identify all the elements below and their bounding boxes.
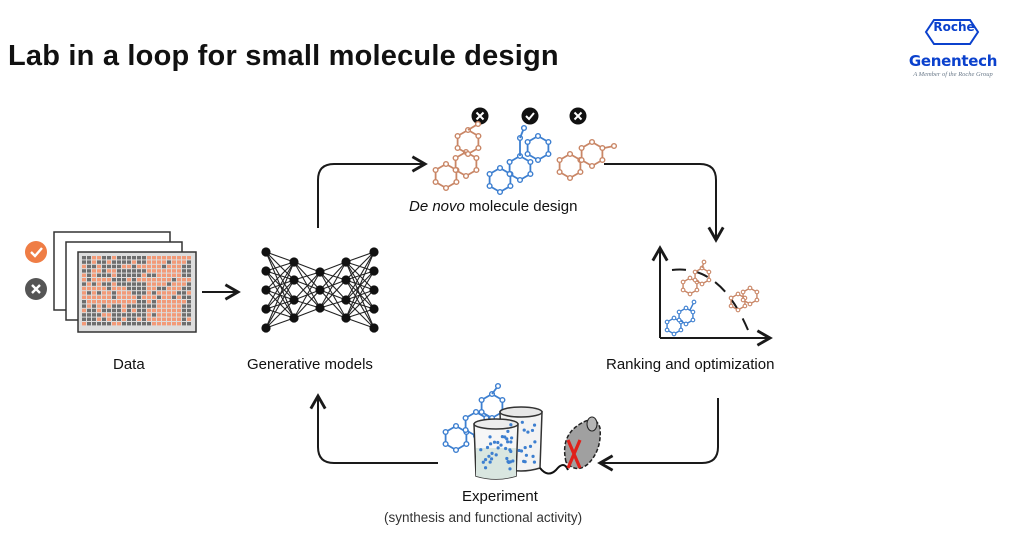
design-label-rest: molecule design [464, 198, 578, 215]
design-molecules [432, 107, 618, 196]
x-badge [25, 278, 47, 300]
roche-logo [924, 19, 980, 45]
mouse-icon [539, 416, 601, 475]
generative-models-label: Generative models [247, 356, 373, 373]
ranking-plot [651, 245, 773, 347]
data-label: Data [113, 356, 145, 373]
molecule-rejected-1 [432, 120, 482, 192]
experiment-label: Experiment [462, 488, 538, 505]
pareto-curve [671, 268, 749, 331]
solution-particles [479, 420, 537, 471]
ranking-molecule-1 [680, 259, 712, 297]
design-label-italic: De novo [409, 198, 465, 215]
logo-company: Genentech [908, 52, 998, 70]
page-title: Lab in a loop for small molecule design [8, 40, 559, 72]
logo-tagline: A Member of the Roche Group [913, 71, 993, 78]
check-badge [25, 241, 47, 263]
experiment-illustration [442, 382, 601, 480]
heatmap-cells [82, 256, 191, 326]
molecule-rejected-2 [556, 138, 618, 182]
plate-front [77, 251, 197, 333]
arrow-design-to-ranking [604, 163, 725, 243]
ranking-label: Ranking and optimization [606, 356, 775, 373]
neural-network-icon [261, 247, 379, 333]
experiment-sublabel: (synthesis and functional activity) [384, 510, 583, 525]
reject-badge-2 [569, 107, 587, 125]
ranking-molecule-2 [728, 285, 760, 313]
red-x-mark [566, 439, 582, 469]
logo-brand: Roche [933, 20, 975, 34]
reject-badge-1 [471, 107, 489, 125]
arrow-ranking-to-experiment [597, 398, 719, 472]
arrow-models-to-design [317, 155, 428, 228]
ranking-molecule-3 [664, 299, 697, 337]
flow-arrows [202, 155, 725, 472]
accept-badge [521, 107, 539, 125]
molecule-accepted [486, 124, 552, 196]
arrow-experiment-to-models [309, 393, 438, 464]
design-label: De novo molecule design [409, 198, 577, 215]
data-plates [25, 231, 197, 333]
